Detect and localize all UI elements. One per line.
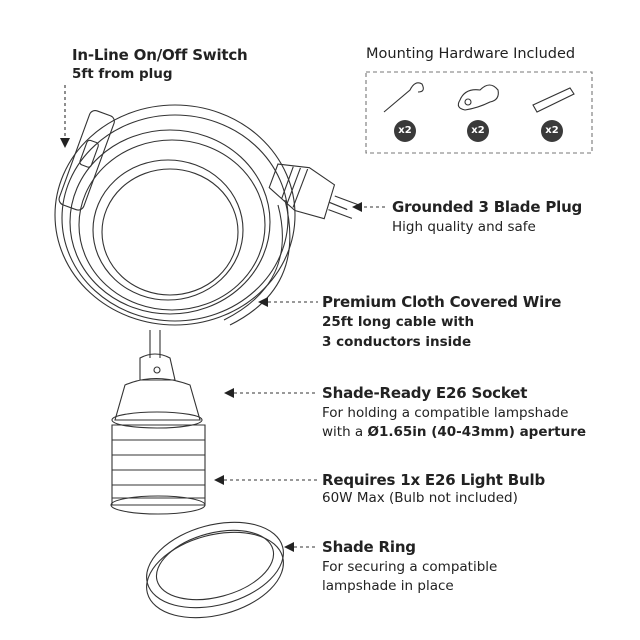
swag-qty-badge: x2 — [467, 120, 489, 142]
hardware-box — [365, 71, 593, 154]
cable-coil — [54, 104, 296, 358]
plug-title: Grounded 3 Blade Plug — [392, 198, 583, 216]
wall-anchor-icon — [532, 87, 575, 113]
inline-switch-drawing — [58, 110, 115, 211]
ring-title: Shade Ring — [322, 538, 416, 556]
shade-ring-drawing — [146, 521, 284, 619]
ring-line1: For securing a compatible — [322, 559, 498, 575]
bulb-subtitle: 60W Max (Bulb not included) — [322, 490, 518, 506]
socket-aperture: Ø1.65in (40-43mm) aperture — [367, 424, 587, 440]
switch-subtitle: 5ft from plug — [72, 66, 173, 82]
anchor-qty-badge: x2 — [541, 120, 563, 142]
socket-line2: with a Ø1.65in (40-43mm) aperture — [322, 424, 586, 440]
socket-title: Shade-Ready E26 Socket — [322, 384, 528, 402]
ring-line2: lampshade in place — [322, 578, 454, 594]
plug-subtitle: High quality and safe — [392, 219, 536, 235]
socket-line1: For holding a compatible lampshade — [322, 405, 569, 421]
socket-line2-prefix: with a — [322, 424, 368, 440]
hardware-title: Mounting Hardware Included — [366, 46, 576, 62]
hook-qty-badge: x2 — [394, 120, 416, 142]
switch-title: In-Line On/Off Switch — [72, 46, 248, 64]
bulb-title: Requires 1x E26 Light Bulb — [322, 471, 545, 489]
hook-screw-icon — [383, 82, 424, 113]
wire-title: Premium Cloth Covered Wire — [322, 293, 562, 311]
wire-line2: 3 conductors inside — [322, 334, 472, 350]
leader-lines — [64, 85, 388, 548]
socket-drawing — [110, 353, 206, 515]
swag-hook-icon — [457, 84, 499, 111]
arrowheads — [60, 138, 362, 552]
wire-line1: 25ft long cable with — [322, 314, 475, 330]
plug-drawing — [268, 163, 359, 220]
